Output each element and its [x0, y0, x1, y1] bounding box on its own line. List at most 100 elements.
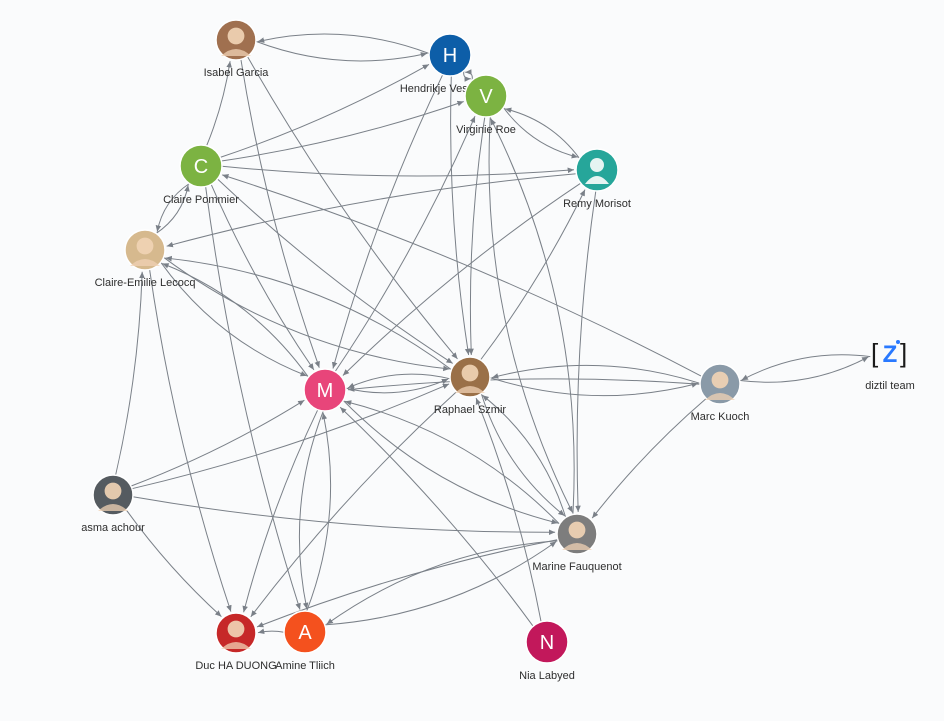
edge-claire_e-to-claire_p [155, 185, 190, 234]
edge-remy-to-m [342, 182, 581, 376]
edge-asma-to-marine [132, 496, 556, 536]
edge-nia-to-m [339, 406, 534, 627]
edge-remy-to-marine [575, 190, 597, 513]
avatar-initial: H [443, 45, 457, 67]
edge-asma-to-raphael [131, 383, 450, 490]
node-claire_e[interactable]: Claire-Emilie Lecocq [95, 229, 196, 289]
edge-isabel-to-m [240, 59, 320, 368]
edge-claire_p-to-m [210, 184, 315, 371]
edge-claire_p-to-remy [221, 165, 575, 177]
node-claire_p[interactable]: C Claire Pommier [163, 144, 239, 206]
edge-marc-to-marine [591, 398, 707, 519]
logo-dot [896, 340, 900, 344]
edge-m-to-amine [298, 410, 324, 610]
person-icon [590, 158, 604, 172]
node-label: Remy Morisot [563, 198, 631, 210]
photo-face-icon [227, 27, 245, 45]
logo-letter: Z [883, 341, 898, 368]
edge-amine-to-m [306, 412, 332, 612]
node-label: Claire Pommier [163, 194, 239, 206]
node-m[interactable]: M [303, 368, 347, 412]
edge-m-to-virginie [334, 116, 476, 372]
edge-hendrikje-to-m [331, 74, 444, 369]
edge-claire_e-to-raphael [163, 256, 450, 372]
node-label: Marine Fauquenot [532, 561, 621, 573]
edge-claire_p-to-raphael [217, 178, 453, 364]
photo-face-icon [227, 620, 245, 638]
photo-shoulders-icon [562, 543, 592, 550]
node-raphael[interactable]: Raphael Szmir [434, 356, 506, 416]
edge-marine-to-raphael [482, 394, 567, 518]
edge-raphael-to-claire_e [165, 255, 452, 371]
node-label: asma achour [81, 522, 145, 534]
edge-isabel-to-hendrikje [255, 40, 428, 62]
edge-remy-to-virginie [504, 107, 580, 159]
edge-m-to-raphael [345, 378, 449, 394]
edge-marine-to-m [344, 400, 560, 525]
edge-claire_e-to-m [160, 262, 307, 377]
edge-marc-to-diztil [739, 356, 869, 383]
edge-marc-to-claire_p [222, 174, 702, 377]
edge-virginie-to-remy [503, 107, 579, 159]
edge-marine-to-amine [326, 540, 559, 625]
photo-face-icon [711, 371, 729, 389]
edge-raphael-to-duc [250, 391, 457, 618]
edge-raphael-to-marc [489, 377, 699, 397]
avatar-initial: M [317, 380, 334, 402]
edge-hendrikje-to-virginie [463, 70, 471, 82]
logo-bracket-right: ] [900, 338, 907, 368]
edge-asma-to-claire_e [115, 271, 145, 476]
avatar-initial: C [194, 156, 208, 178]
node-amine[interactable]: A Amine Tliich [275, 610, 335, 672]
photo-face-icon [136, 237, 154, 255]
node-virginie[interactable]: V Virginie Roe [456, 74, 516, 136]
edge-amine-to-marine [324, 541, 557, 626]
node-duc[interactable]: Duc HA DUONG [195, 612, 277, 672]
node-isabel[interactable]: Isabel Garcia [204, 19, 270, 79]
edge-hendrikje-to-raphael [450, 75, 471, 356]
node-label: Marc Kuoch [691, 411, 750, 423]
edge-nia-to-raphael [475, 397, 542, 622]
node-label: diztil team [865, 380, 915, 392]
avatar-initial: N [540, 632, 554, 654]
edge-claire_p-to-claire_e [155, 183, 190, 232]
edge-claire_p-to-hendrikje [220, 63, 430, 158]
edge-raphael-to-m [347, 373, 451, 389]
edge-asma-to-m [130, 399, 305, 487]
node-remy[interactable]: Remy Morisot [563, 148, 631, 210]
photo-shoulders-icon [455, 386, 485, 393]
photo-shoulders-icon [98, 504, 128, 511]
photo-shoulders-icon [221, 642, 251, 649]
edge-hendrikje-to-isabel [257, 33, 430, 54]
node-label: Virginie Roe [456, 124, 516, 136]
edge-claire_e-to-duc [149, 269, 232, 612]
node-marc[interactable]: Marc Kuoch [691, 363, 750, 423]
edge-m-to-marine [342, 400, 559, 525]
edge-virginie-to-hendrikje [465, 69, 473, 81]
edge-virginie-to-marine [488, 116, 573, 513]
edge-claire_p-to-amine [205, 186, 301, 610]
edge-remy-to-claire_e [166, 173, 577, 248]
edge-marc-to-raphael [491, 364, 701, 384]
edge-marc-to-m [347, 378, 701, 392]
node-asma[interactable]: asma achour [81, 474, 145, 534]
node-label: Duc HA DUONG [195, 660, 276, 672]
edge-marine-to-virginie [490, 118, 575, 515]
avatar-initial: V [479, 86, 493, 108]
edge-amine-to-duc [257, 628, 285, 635]
photo-shoulders-icon [705, 393, 735, 400]
avatar-initial: A [298, 622, 312, 644]
node-label: Isabel Garcia [204, 67, 270, 79]
edge-claire_p-to-isabel [206, 61, 232, 146]
photo-face-icon [104, 482, 122, 500]
node-marine[interactable]: Marine Fauquenot [532, 513, 622, 573]
edge-m-to-claire_e [162, 263, 309, 378]
node-label: Amine Tliich [275, 660, 335, 672]
avatar-circle [428, 33, 472, 77]
edge-marine-to-duc [256, 539, 558, 628]
